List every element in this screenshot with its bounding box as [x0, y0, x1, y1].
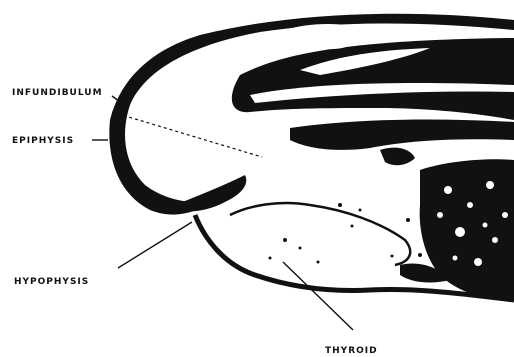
stomodeum — [175, 175, 246, 212]
epiphysis-leader — [112, 112, 262, 157]
notochord-band — [290, 120, 514, 150]
label-infundibulum: INFUNDIBULUM — [12, 88, 103, 98]
embryo-section-drawing — [109, 14, 514, 300]
hypophysis-leader — [118, 222, 192, 268]
neural-tube — [232, 38, 514, 120]
ventral-outline-inner — [230, 203, 410, 265]
label-thyroid: THYROID — [325, 346, 378, 356]
gut-mass — [380, 148, 514, 300]
label-hypophysis: HYPOPHYSIS — [14, 277, 89, 287]
label-epiphysis: EPIPHYSIS — [12, 136, 74, 146]
thyroid-leader — [283, 262, 353, 330]
dorsal-notch — [285, 24, 370, 49]
